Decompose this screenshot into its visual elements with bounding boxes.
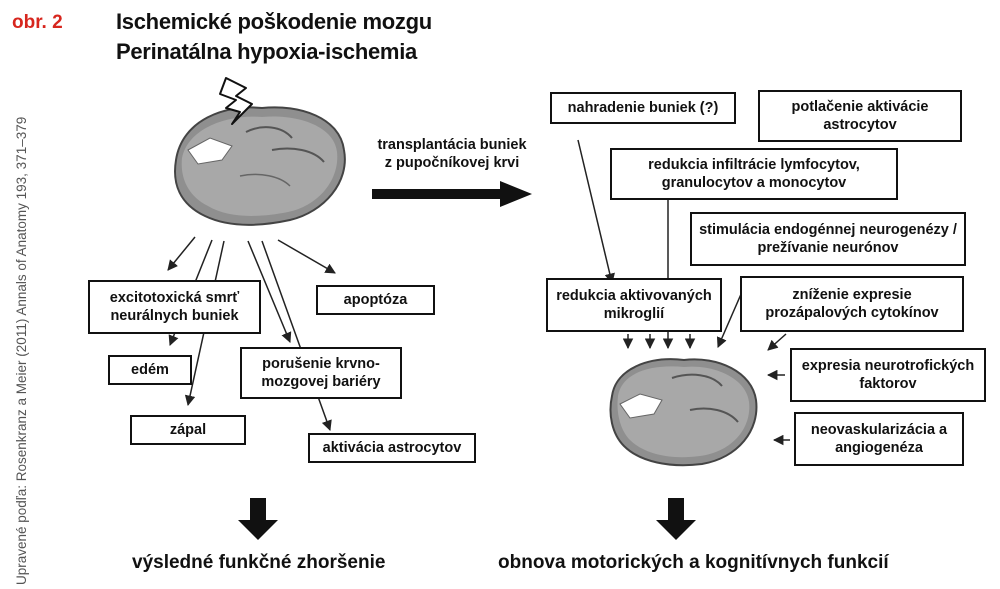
outcome-arrow-right-icon bbox=[656, 498, 696, 540]
effect-neurotrophic-factors: expresia neurotrofických faktorov bbox=[790, 348, 986, 402]
effect-bbb-disruption: porušenie krvno-mozgovej bariéry bbox=[240, 347, 402, 399]
brain-slice-injured bbox=[174, 106, 346, 226]
effect-cytokine-reduction: zníženie expresie prozápalových cytokíno… bbox=[740, 276, 964, 332]
title-line-1: Ischemické poškodenie mozgu bbox=[116, 9, 432, 34]
lightning-icon bbox=[219, 77, 253, 125]
effect-neovascularization: neovaskularizácia a angiogenéza bbox=[794, 412, 964, 466]
outcome-arrow-left-icon bbox=[238, 498, 278, 540]
effect-cell-replacement: nahradenie buniek (?) bbox=[550, 92, 736, 124]
effect-excitotoxic-death: excitotoxická smrť neurálnych buniek bbox=[88, 280, 261, 334]
effect-neurogenesis: stimulácia endogénnej neurogenézy / prež… bbox=[690, 212, 966, 266]
effect-edema: edém bbox=[108, 355, 192, 385]
effect-apoptosis: apoptóza bbox=[316, 285, 435, 315]
title-line-2: Perinatálna hypoxia-ischemia bbox=[116, 39, 417, 64]
effect-microglia-reduction: redukcia aktivovaných mikroglií bbox=[546, 278, 722, 332]
outcome-impairment: výsledné funkčné zhoršenie bbox=[132, 552, 386, 573]
effect-inflammation: zápal bbox=[130, 415, 246, 445]
effect-astrocyte-activation: aktivácia astrocytov bbox=[308, 433, 476, 463]
source-credit: Upravené podľa: Rosenkranz a Meier (2011… bbox=[14, 116, 29, 585]
figure-label: obr. 2 bbox=[12, 12, 63, 33]
brain-slice-recovered bbox=[609, 358, 758, 467]
outcome-recovery: obnova motorických a kognitívnych funkci… bbox=[498, 552, 889, 573]
effect-astrocyte-suppression: potlačenie aktivácie astrocytov bbox=[758, 90, 962, 142]
transplant-arrow-icon bbox=[372, 181, 532, 207]
transplant-label: transplantácia buniek z pupočníkovej krv… bbox=[377, 137, 527, 171]
effect-infiltration-reduction: redukcia infiltrácie lymfocytov, granulo… bbox=[610, 148, 898, 200]
